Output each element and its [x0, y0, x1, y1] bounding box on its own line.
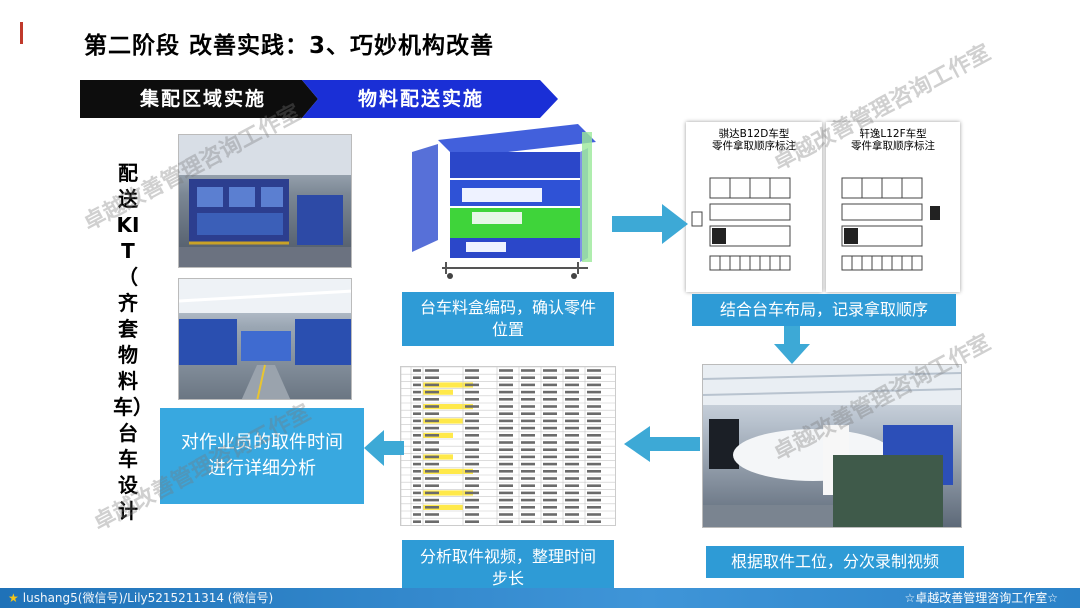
label-layout-record: 结合台车布局，记录拿取顺序	[692, 294, 956, 326]
label-operator-analysis: 对作业员的取件时间进行详细分析	[160, 408, 364, 504]
kit-cart-photo	[178, 134, 352, 268]
stage-label-2: 物料配送实施	[358, 88, 485, 110]
assembly-line-photo	[702, 364, 962, 528]
star-icon: ★	[8, 591, 19, 605]
footer-bar: ★lushang5(微信号)/Lily5215211314 (微信号) ☆卓越改…	[0, 588, 1080, 608]
label-video-analysis: 分析取件视频，整理时间步长	[402, 540, 614, 596]
workshop-photo	[178, 278, 352, 400]
footer-contact: ★lushang5(微信号)/Lily5215211314 (微信号)	[8, 591, 274, 605]
time-analysis-table-grid	[401, 367, 615, 525]
sheet-b12d: 骐达B12D车型 零件拿取顺序标注	[686, 122, 822, 292]
page-title: 第二阶段 改善实践：3、巧妙机构改善	[84, 33, 495, 59]
label-box-coding: 台车料盒编码，确认零件位置	[402, 292, 614, 346]
sheet-l12f: 轩逸L12F车型 零件拿取顺序标注	[826, 122, 960, 292]
arrow-right	[612, 204, 688, 244]
label-station-record: 根据取件工位，分次录制视频	[706, 546, 964, 578]
stage-segment-2	[302, 80, 558, 118]
arrow-left-middle	[624, 426, 700, 462]
stage-ribbon-shape	[80, 80, 558, 118]
title-accent-bar	[20, 22, 23, 44]
time-analysis-table	[400, 366, 616, 526]
side-title: 配送KIT（齐套物料车）台车 设计	[113, 161, 143, 523]
stage-segment-1	[80, 80, 318, 118]
arrow-left-bottom	[364, 430, 404, 466]
stage-ribbon: 集配区域实施 物料配送实施	[80, 80, 560, 120]
sheet-title-b12d: 骐达B12D车型 零件拿取顺序标注	[712, 128, 796, 152]
stage-label-1: 集配区域实施	[140, 88, 267, 110]
arrow-down	[774, 326, 810, 364]
rack-diagram	[402, 122, 602, 282]
sheet-title-l12f: 轩逸L12F车型 零件拿取顺序标注	[851, 128, 935, 152]
footer-studio: ☆卓越改善管理咨询工作室☆	[904, 591, 1058, 605]
